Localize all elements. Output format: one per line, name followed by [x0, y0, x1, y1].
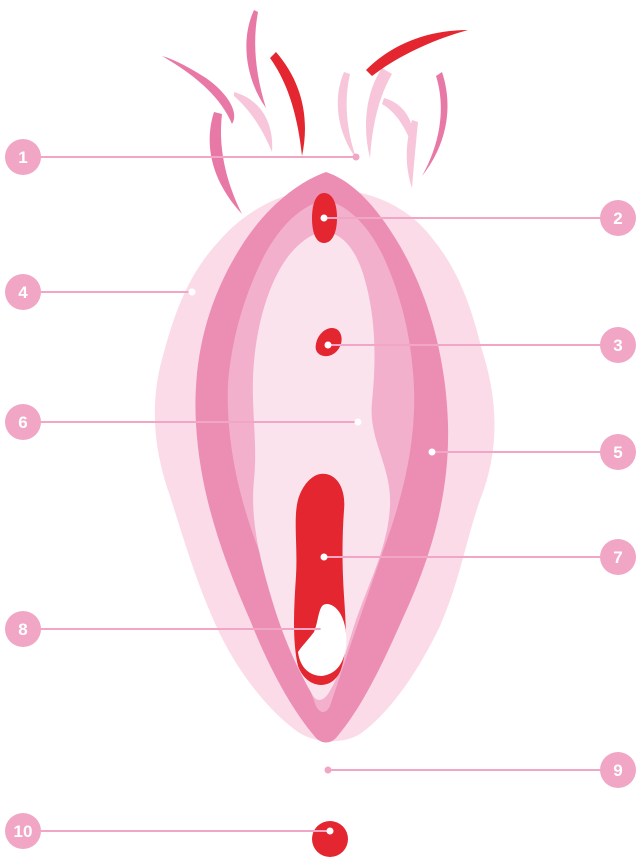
label-badge-1: 1: [5, 139, 41, 175]
label-badge-2: 2: [600, 200, 636, 236]
leader-dot-10: [327, 828, 334, 835]
badge-number: 4: [18, 283, 28, 302]
hair-strand: [366, 68, 392, 158]
leader-dot-2: [321, 215, 328, 222]
label-badge-5: 5: [600, 434, 636, 470]
leader-dot-6: [355, 419, 362, 426]
label-badge-4: 4: [5, 274, 41, 310]
leader-dot-7: [321, 554, 328, 561]
badge-number: 7: [613, 548, 622, 567]
badge-number: 10: [14, 822, 33, 841]
leader-dot-4: [189, 289, 196, 296]
leader-dot-1: [353, 154, 360, 161]
hair-strand: [366, 30, 468, 76]
badge-number: 6: [18, 413, 27, 432]
leader-dot-5: [429, 449, 436, 456]
badge-number: 2: [613, 209, 622, 228]
leader-dot-9: [325, 767, 332, 774]
anus: [312, 821, 348, 857]
hair-strand: [210, 112, 242, 214]
label-badge-3: 3: [600, 327, 636, 363]
label-badge-9: 9: [600, 752, 636, 788]
hair-strand: [162, 56, 234, 124]
hair-strand: [246, 10, 266, 108]
hair-strand: [234, 92, 272, 152]
hair-strand: [338, 72, 356, 158]
label-badge-7: 7: [600, 539, 636, 575]
label-badge-6: 6: [5, 404, 41, 440]
badge-number: 9: [613, 761, 622, 780]
badge-number: 5: [613, 443, 622, 462]
badge-number: 3: [613, 336, 622, 355]
leader-dot-3: [325, 342, 332, 349]
badge-number: 1: [18, 148, 27, 167]
hair-strand: [270, 52, 305, 156]
label-badge-8: 8: [5, 611, 41, 647]
badge-number: 8: [18, 620, 27, 639]
label-badge-10: 10: [5, 813, 41, 849]
leader-dot-8: [321, 626, 328, 633]
hair-strand: [422, 72, 448, 176]
